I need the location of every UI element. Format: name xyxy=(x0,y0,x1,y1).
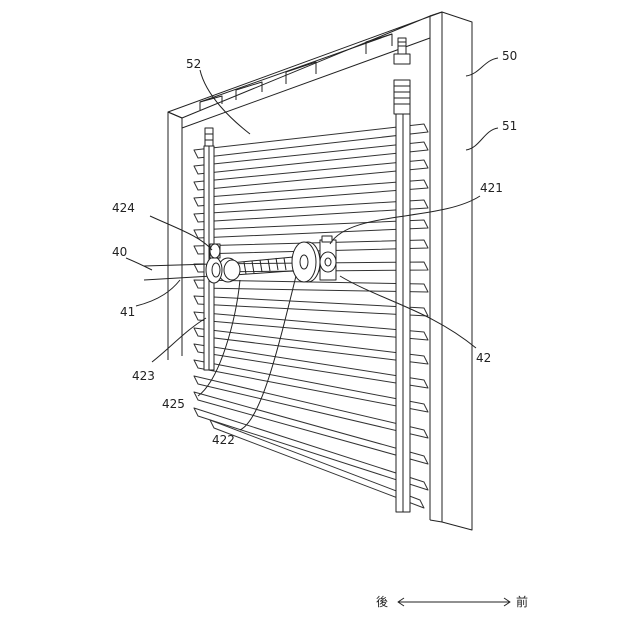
leader-40 xyxy=(126,258,152,270)
label-back: 後 xyxy=(376,595,388,609)
label-422: 422 xyxy=(212,433,235,447)
label-41: 41 xyxy=(120,305,135,319)
label-425: 425 xyxy=(162,397,185,411)
label-51: 51 xyxy=(502,119,517,133)
direction-arrow xyxy=(398,598,510,606)
label-40: 40 xyxy=(112,245,127,259)
leader-423 xyxy=(152,318,206,362)
label-52: 52 xyxy=(186,57,201,71)
label-50: 50 xyxy=(502,49,517,63)
slats xyxy=(194,124,428,508)
leader-41 xyxy=(136,280,180,306)
label-42: 42 xyxy=(476,351,491,365)
label-423: 423 xyxy=(132,369,155,383)
right-rod xyxy=(394,38,410,512)
label-front: 前 xyxy=(516,594,528,609)
label-421: 421 xyxy=(480,181,503,195)
label-424: 424 xyxy=(112,201,135,215)
